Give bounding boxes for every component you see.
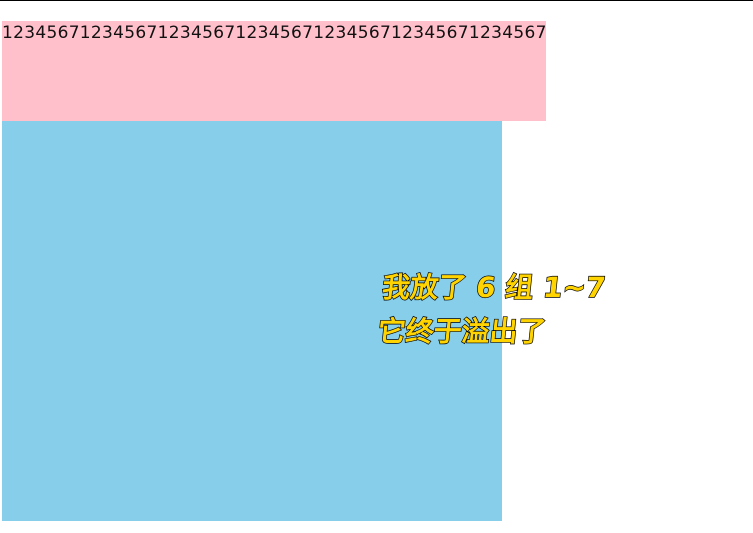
blue-container-box xyxy=(2,121,502,521)
pink-container-box xyxy=(2,21,546,121)
annotation-caption: 我放了 6 组 1~7 它终于溢出了 xyxy=(375,266,608,354)
top-border-line xyxy=(0,0,753,1)
caption-line-2: 它终于溢出了 xyxy=(375,314,548,348)
caption-line-1: 我放了 6 组 1~7 xyxy=(380,270,608,304)
overflowing-digit-text: 1234567123456712345671234567123456712345… xyxy=(2,23,547,43)
